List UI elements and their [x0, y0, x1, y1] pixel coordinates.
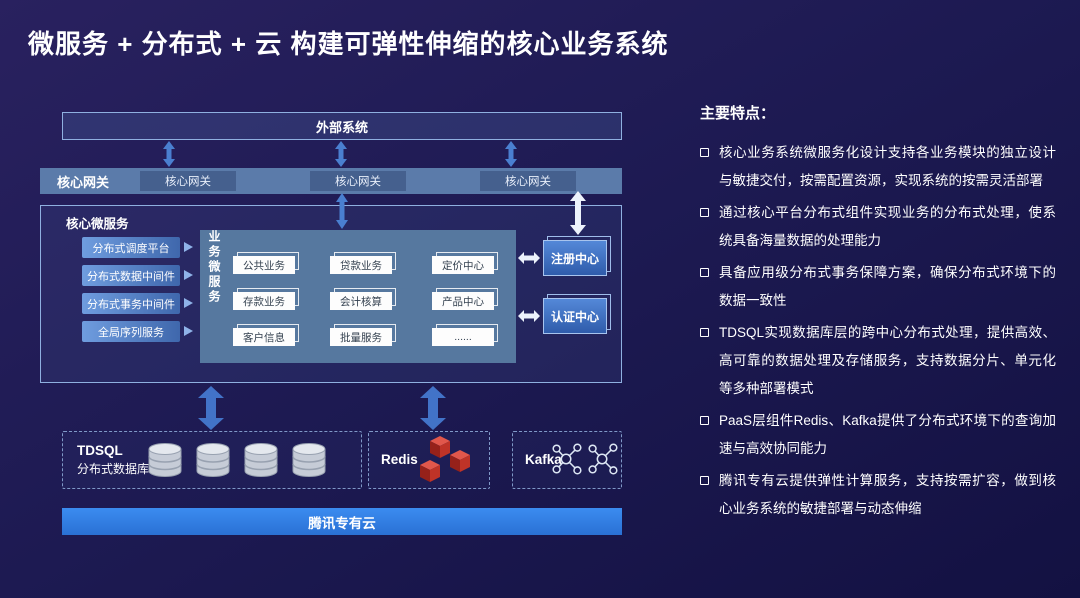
thick-double-arrow-icon [198, 386, 224, 430]
service-box: 产品中心 [432, 288, 498, 310]
auth-center-box: 认证中心 [543, 294, 611, 334]
tdsql-label: TDSQL 分布式数据库 [77, 443, 150, 476]
feature-item: TDSQL实现数据库层的跨中心分布式处理，提供高效、高可靠的数据处理及存储服务，… [700, 319, 1056, 403]
feature-text: TDSQL实现数据库层的跨中心分布式处理，提供高效、高可靠的数据处理及存储服务，… [719, 325, 1056, 396]
service-box: 客户信息 [233, 324, 299, 346]
gateway-node: 核心网关 [140, 171, 236, 191]
external-system-label: 外部系统 [315, 119, 368, 135]
redis-label: Redis [381, 452, 418, 467]
database-cylinder-icon [244, 443, 278, 477]
service-box: 定价中心 [432, 252, 498, 274]
thick-double-arrow-icon [420, 386, 446, 430]
right-arrow-icon [184, 270, 193, 280]
service-box: 存款业务 [233, 288, 299, 310]
business-microservices-panel: 业务微服务 公共业务 贷款业务 定价中心 存款业务 会计核算 产品中心 客户信息… [200, 230, 516, 363]
vertical-double-arrow-white-icon [570, 191, 586, 235]
kafka-label: Kafka [525, 452, 562, 467]
tencent-cloud-label: 腾讯专有云 [308, 515, 376, 531]
feature-text: 具备应用级分布式事务保障方案，确保分布式环境下的数据一致性 [719, 265, 1056, 308]
vertical-double-arrow-icon [335, 141, 347, 167]
horizontal-double-arrow-icon [518, 310, 540, 322]
redis-cubes-icon [420, 436, 470, 482]
kafka-cluster-icon [588, 443, 618, 475]
square-bullet-icon [700, 476, 709, 485]
feature-item: PaaS层组件Redis、Kafka提供了分布式环境下的查询加速与高效协同能力 [700, 407, 1056, 463]
features-panel: 主要特点： 核心业务系统微服务化设计支持各业务模块的独立设计与敏捷交付，按需配置… [700, 102, 1056, 527]
middleware-box: 分布式调度平台 [82, 237, 180, 258]
right-arrow-icon [184, 298, 193, 308]
feature-item: 通过核心平台分布式组件实现业务的分布式处理，使系统具备海量数据的处理能力 [700, 199, 1056, 255]
right-arrow-icon [184, 326, 193, 336]
square-bullet-icon [700, 208, 709, 217]
database-cylinder-icon [196, 443, 230, 477]
middleware-box: 全局序列服务 [82, 321, 180, 342]
tencent-cloud-bar: 腾讯专有云 [62, 508, 622, 535]
database-cylinder-icon [292, 443, 326, 477]
database-cylinder-icon [148, 443, 182, 477]
feature-item: 核心业务系统微服务化设计支持各业务模块的独立设计与敏捷交付，按需配置资源，实现系… [700, 139, 1056, 195]
middleware-box: 分布式事务中间件 [82, 293, 180, 314]
external-system-box: 外部系统 [62, 112, 622, 140]
gateway-node: 核心网关 [480, 171, 576, 191]
feature-item: 腾讯专有云提供弹性计算服务，支持按需扩容，做到核心业务系统的敏捷部署与动态伸缩 [700, 467, 1056, 523]
kafka-cluster-icon [552, 443, 582, 475]
features-heading: 主要特点： [700, 105, 776, 122]
gateway-band-label: 核心网关 [57, 174, 110, 190]
feature-text: 通过核心平台分布式组件实现业务的分布式处理，使系统具备海量数据的处理能力 [719, 205, 1056, 248]
registry-center-box: 注册中心 [543, 236, 611, 276]
vertical-double-arrow-icon [163, 141, 175, 167]
feature-text: 腾讯专有云提供弹性计算服务，支持按需扩容，做到核心业务系统的敏捷部署与动态伸缩 [719, 473, 1056, 516]
horizontal-double-arrow-icon [518, 252, 540, 264]
middleware-box: 分布式数据中间件 [82, 265, 180, 286]
square-bullet-icon [700, 148, 709, 157]
feature-text: PaaS层组件Redis、Kafka提供了分布式环境下的查询加速与高效协同能力 [719, 413, 1056, 456]
right-arrow-icon [184, 242, 193, 252]
vertical-double-arrow-icon [505, 141, 517, 167]
square-bullet-icon [700, 416, 709, 425]
core-microservices-label: 核心微服务 [66, 217, 129, 231]
square-bullet-icon [700, 268, 709, 277]
feature-text: 核心业务系统微服务化设计支持各业务模块的独立设计与敏捷交付，按需配置资源，实现系… [719, 145, 1056, 188]
service-box: ...... [432, 324, 498, 346]
kafka-box: Kafka [512, 431, 622, 489]
gateway-node: 核心网关 [310, 171, 406, 191]
page-title: 微服务 + 分布式 + 云 构建可弹性伸缩的核心业务系统 [28, 29, 669, 59]
business-microservices-label: 业务微服务 [207, 230, 221, 305]
service-box: 贷款业务 [330, 252, 396, 274]
service-box: 会计核算 [330, 288, 396, 310]
square-bullet-icon [700, 328, 709, 337]
core-gateway-band: 核心网关 核心网关 核心网关 核心网关 [40, 168, 622, 194]
service-box: 公共业务 [233, 252, 299, 274]
vertical-double-arrow-icon [336, 193, 348, 229]
feature-item: 具备应用级分布式事务保障方案，确保分布式环境下的数据一致性 [700, 259, 1056, 315]
service-box: 批量服务 [330, 324, 396, 346]
